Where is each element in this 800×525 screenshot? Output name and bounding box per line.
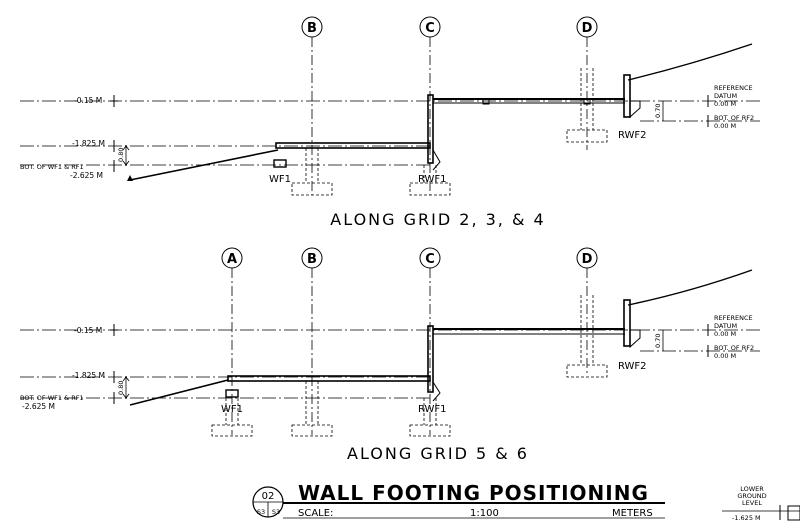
grid-label-c: C: [425, 252, 435, 267]
title-block: [252, 486, 665, 519]
level-bot: -2.625 M: [70, 171, 103, 180]
grid-label-d: D: [582, 21, 593, 36]
level-mid: -1.825 M: [72, 139, 105, 148]
bot-label: BOT. OF WF1 & RF1: [20, 394, 84, 402]
units-label: METERS: [612, 508, 653, 519]
bot-rf2-value: 0.00 M: [714, 122, 736, 130]
drawing-title: WALL FOOTING POSITIONING: [298, 481, 649, 505]
section-2-caption: ALONG GRID 5 & 6: [347, 444, 529, 463]
dim-right: 0.70: [654, 104, 662, 118]
dim-left: 0.80: [117, 148, 125, 162]
bot-rf2-label: BOT. OF RF2: [714, 344, 754, 352]
datum-label: DATUM: [714, 322, 737, 330]
drawing-number: 02: [262, 491, 275, 502]
rwf1-label: RWF1: [418, 404, 447, 415]
grid-c-bubble-2: [419, 247, 441, 435]
sheet-ref-b: S3: [272, 508, 280, 516]
reference-label: REFERENCE: [714, 84, 753, 92]
grid-label-a: A: [227, 252, 237, 267]
level-mid: -1.825 M: [72, 371, 105, 380]
sheet-ref-a: S3: [257, 508, 265, 516]
dim-right: 0.70: [654, 334, 662, 348]
section-2: [20, 247, 760, 437]
scale-label: SCALE:: [298, 508, 333, 519]
legend-line-2: GROUND: [737, 492, 766, 500]
section-1-caption: ALONG GRID 2, 3, & 4: [330, 210, 545, 229]
grid-a-bubble-2: [221, 247, 243, 435]
reference-label: REFERENCE: [714, 314, 753, 322]
grid-b-bubble-2: [301, 247, 323, 435]
level-top: -0.15 M: [74, 326, 102, 335]
grid-d-bubble-2: [576, 247, 598, 375]
wf1-label: WF1: [269, 174, 291, 185]
grid-label-b: B: [307, 252, 317, 267]
grid-d-bubble-1: [576, 16, 598, 150]
scale-value: 1:100: [470, 508, 499, 519]
wf1-label: WF1: [221, 404, 243, 415]
datum-value: 0.00 M: [714, 330, 736, 338]
legend-line-3: LEVEL: [742, 499, 762, 507]
grid-c-bubble-1: [419, 16, 441, 195]
rwf2-label: RWF2: [618, 361, 647, 372]
level-top: -0.15 M: [74, 96, 102, 105]
legend-line-1: LOWER: [740, 485, 764, 493]
section-1: [20, 16, 760, 196]
grid-label-d: D: [582, 252, 593, 267]
dim-left: 0.80: [117, 381, 125, 395]
bot-rf2-label: BOT. OF RF2: [714, 114, 754, 122]
level-bot: -2.625 M: [22, 402, 55, 411]
grid-label-b: B: [307, 21, 317, 36]
title-block-text: 02 S3 S3 WALL FOOTING POSITIONING SCALE:…: [257, 481, 653, 519]
legend-value: -1.625 M: [732, 514, 761, 522]
legend-text: LOWER GROUND LEVEL -1.625 M: [732, 485, 767, 522]
rwf2-label: RWF2: [618, 130, 647, 141]
grid-b-bubble-1: [301, 16, 323, 195]
section-2-text: A B C D -0.15 M -1.825 M BOT. OF WF1 & R…: [20, 252, 754, 463]
bot-rf2-value: 0.00 M: [714, 352, 736, 360]
rwf1-label: RWF1: [418, 174, 447, 185]
legend-marker: [722, 505, 800, 521]
section-1-text: B C D -0.15 M -1.825 M BOT. OF WF1 & RF1…: [20, 21, 754, 229]
bot-label: BOT. OF WF1 & RF1: [20, 163, 84, 171]
grid-label-c: C: [425, 21, 435, 36]
datum-label: DATUM: [714, 92, 737, 100]
datum-value: 0.00 M: [714, 100, 736, 108]
